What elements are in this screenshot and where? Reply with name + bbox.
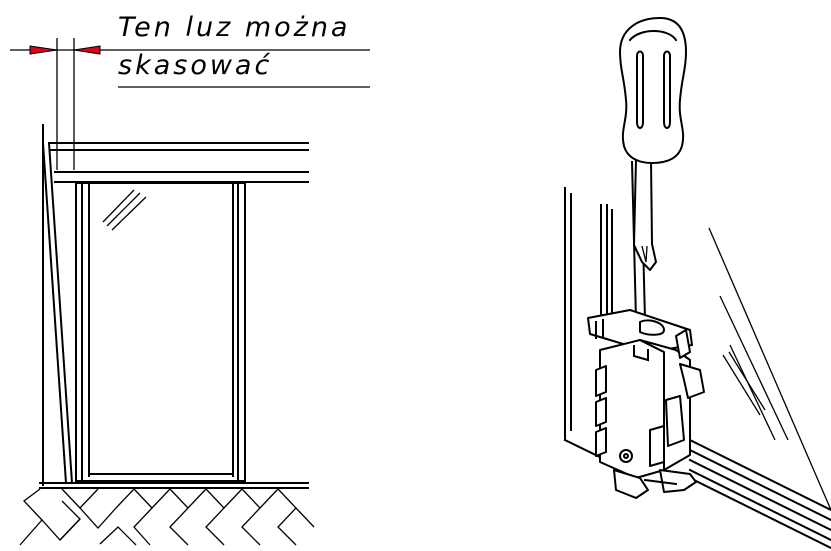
clearance-dimension	[10, 38, 370, 170]
floor	[19, 482, 315, 546]
glass-reflection	[102, 189, 147, 231]
door-panel	[75, 182, 246, 482]
dimension-arrow-right	[73, 45, 101, 55]
wall-frame	[41, 124, 74, 486]
dimension-arrow-left	[29, 45, 58, 55]
floor-hatching	[19, 488, 315, 546]
annotation-line-1: Ten luz można	[118, 12, 351, 43]
screwdriver-icon	[619, 17, 687, 322]
top-track	[49, 142, 309, 183]
bottom-rail	[688, 438, 831, 550]
annotation-line-2: skasować	[118, 50, 273, 81]
roller-assembly	[587, 309, 705, 499]
